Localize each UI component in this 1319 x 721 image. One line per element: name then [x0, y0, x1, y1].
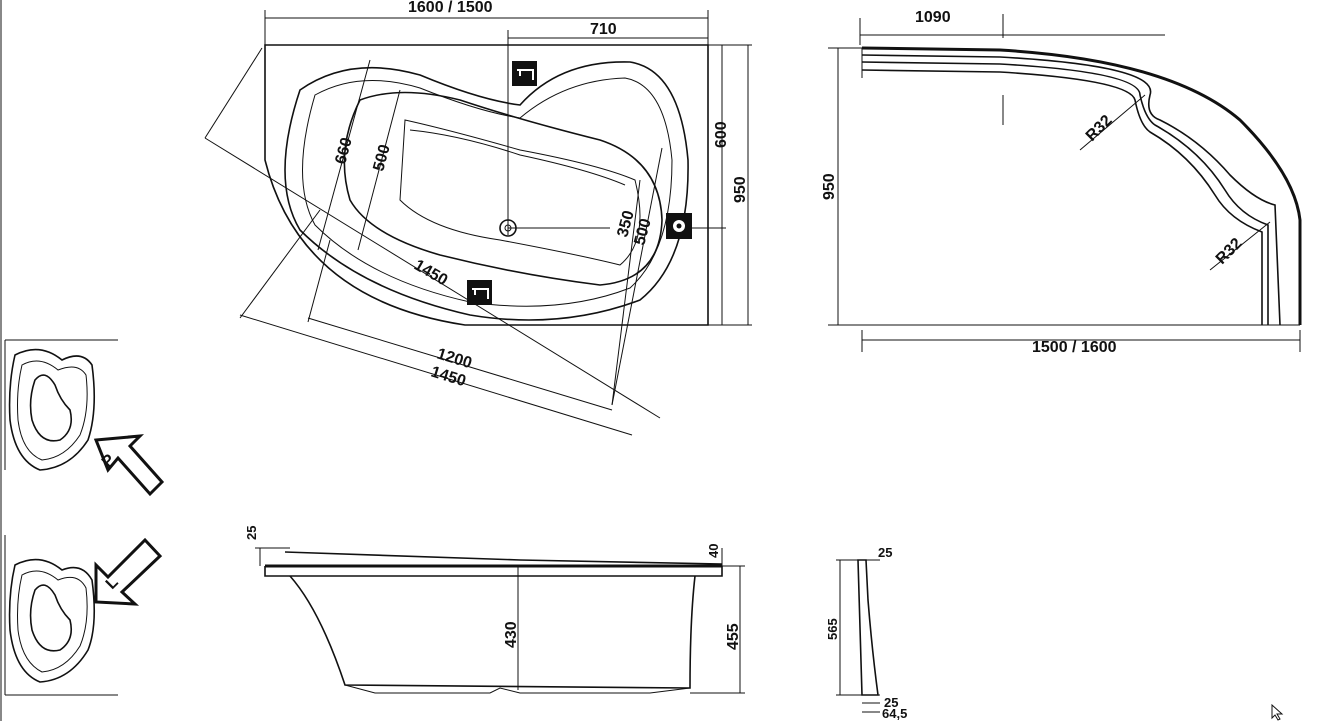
radius-label-1: R32 [1083, 112, 1116, 145]
dim-depth-overall: 950 [732, 176, 749, 203]
dim-panel-top-width: 1090 [915, 9, 951, 26]
dim-width-overall: 1600 / 1500 [408, 0, 493, 16]
orientation-left-label: L [103, 574, 122, 593]
dim-overall-height: 455 [725, 623, 742, 650]
dim-section-height: 565 [825, 618, 840, 640]
dim-section-bottom-2: 64,5 [882, 706, 907, 721]
dim-inner-diagonal: 660 [332, 136, 355, 166]
dim-inner-depth: 430 [503, 621, 520, 648]
overflow-icon [666, 213, 692, 239]
cursor-icon [1271, 704, 1284, 721]
orientation-left: L [4, 535, 163, 696]
dim-section-bottom-1: 25 [884, 695, 898, 710]
tap-icon [467, 280, 492, 305]
dim-drain-width: 500 [631, 217, 654, 247]
dim-depth-short: 600 [713, 121, 730, 148]
dim-rim-left: 25 [244, 526, 259, 540]
dim-length-inner: 1450 [411, 257, 450, 290]
dim-rim-right: 40 [706, 544, 721, 558]
dim-drain-offset: 350 [614, 209, 637, 239]
dim-tap-offset: 710 [590, 21, 617, 38]
panel-section: 25 565 25 64,5 [825, 545, 907, 721]
top-view: 1600 / 1500 710 600 950 660 500 350 500 … [204, 0, 752, 436]
orientation-right: P [4, 339, 165, 497]
tap-icon [512, 61, 537, 86]
dim-panel-bottom-width: 1500 / 1600 [1032, 339, 1117, 356]
dim-panel-height: 950 [821, 173, 838, 200]
radius-label-2: R32 [1213, 235, 1246, 268]
panel-view: 1090 950 R32 R32 1500 / 1600 [821, 9, 1302, 356]
side-view: 25 40 430 455 [244, 526, 745, 694]
dim-section-top: 25 [878, 545, 892, 560]
